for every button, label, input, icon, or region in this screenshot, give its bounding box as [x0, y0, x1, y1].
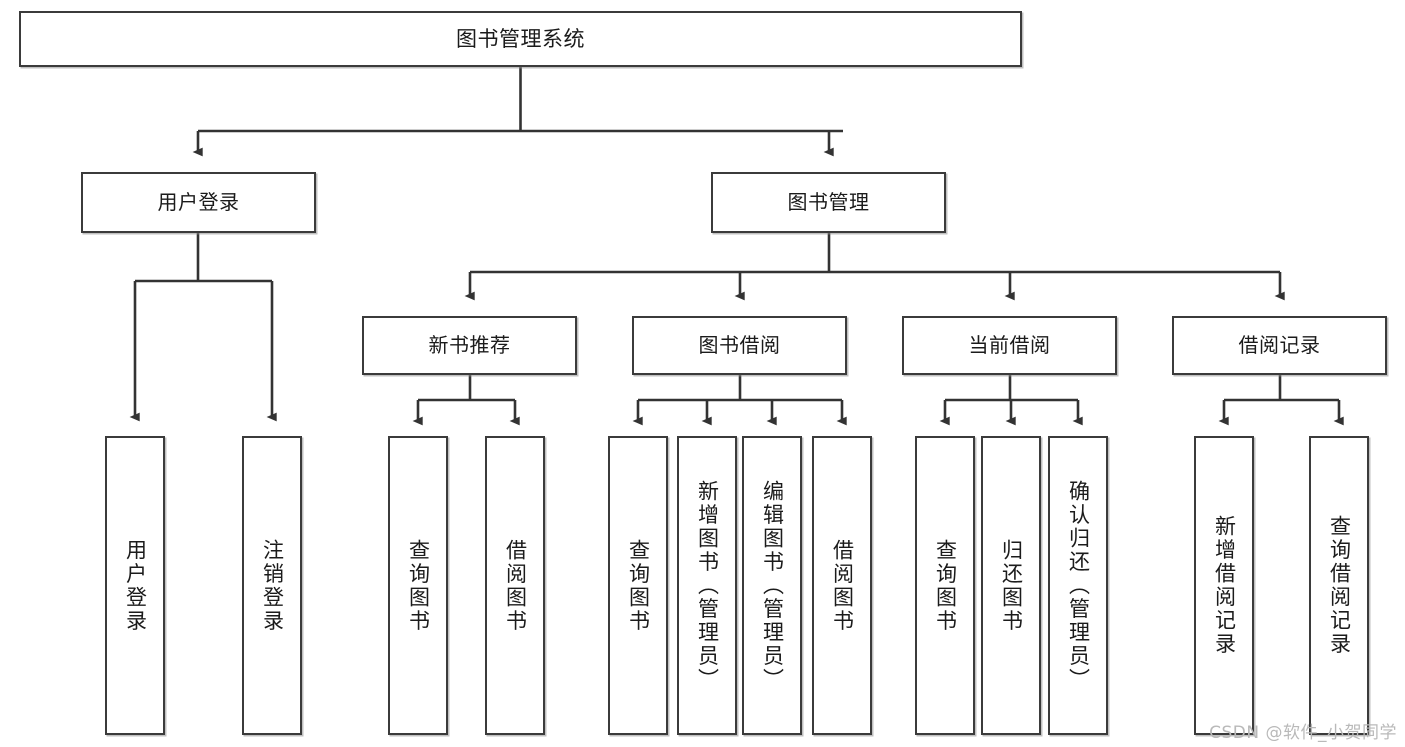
- node-label: 新书推荐: [428, 332, 511, 357]
- node-leaf-query-book-recommend[interactable]: 查询图书: [388, 436, 448, 735]
- node-leaf-logout-login[interactable]: 注销登录: [242, 436, 302, 735]
- node-user-login[interactable]: 用户登录: [81, 172, 316, 233]
- node-label: 确认归还（管理员）: [1066, 479, 1091, 692]
- node-leaf-query-book-borrow[interactable]: 查询图书: [608, 436, 668, 735]
- node-label: 借阅记录: [1238, 332, 1321, 357]
- node-book-borrow[interactable]: 图书借阅: [632, 316, 847, 375]
- node-new-book-recommend[interactable]: 新书推荐: [362, 316, 577, 375]
- node-label: 查询图书: [933, 538, 958, 633]
- node-label: 查询图书: [406, 538, 431, 633]
- node-label: 新增借阅记录: [1212, 515, 1237, 656]
- node-leaf-query-borrow-record[interactable]: 查询借阅记录: [1309, 436, 1369, 735]
- node-label: 图书借阅: [698, 332, 781, 357]
- node-leaf-query-book-current[interactable]: 查询图书: [915, 436, 975, 735]
- node-leaf-borrow-book-recommend[interactable]: 借阅图书: [485, 436, 545, 735]
- node-label: 图书管理系统: [456, 26, 585, 51]
- node-label: 归还图书: [999, 538, 1024, 633]
- node-label: 借阅图书: [503, 538, 528, 633]
- node-label: 编辑图书（管理员）: [760, 479, 785, 692]
- node-label: 当前借阅: [968, 332, 1051, 357]
- node-label: 用户登录: [123, 538, 148, 633]
- node-label: 注销登录: [260, 538, 285, 633]
- node-label: 新增图书（管理员）: [695, 479, 720, 692]
- node-label: 图书管理: [787, 189, 870, 214]
- node-leaf-add-borrow-record[interactable]: 新增借阅记录: [1194, 436, 1254, 735]
- node-label: 借阅图书: [830, 538, 855, 633]
- node-leaf-edit-book[interactable]: 编辑图书（管理员）: [742, 436, 802, 735]
- node-leaf-borrow-book[interactable]: 借阅图书: [812, 436, 872, 735]
- node-leaf-add-book[interactable]: 新增图书（管理员）: [677, 436, 737, 735]
- node-current-borrow[interactable]: 当前借阅: [902, 316, 1117, 375]
- node-leaf-user-login[interactable]: 用户登录: [105, 436, 165, 735]
- node-leaf-confirm-return[interactable]: 确认归还（管理员）: [1048, 436, 1108, 735]
- node-book-management[interactable]: 图书管理: [711, 172, 946, 233]
- node-label: 查询图书: [626, 538, 651, 633]
- node-label: 用户登录: [157, 189, 240, 214]
- node-label: 查询借阅记录: [1327, 515, 1352, 656]
- node-borrow-record[interactable]: 借阅记录: [1172, 316, 1387, 375]
- node-leaf-return-book[interactable]: 归还图书: [981, 436, 1041, 735]
- node-root-book-management-system[interactable]: 图书管理系统: [19, 11, 1022, 67]
